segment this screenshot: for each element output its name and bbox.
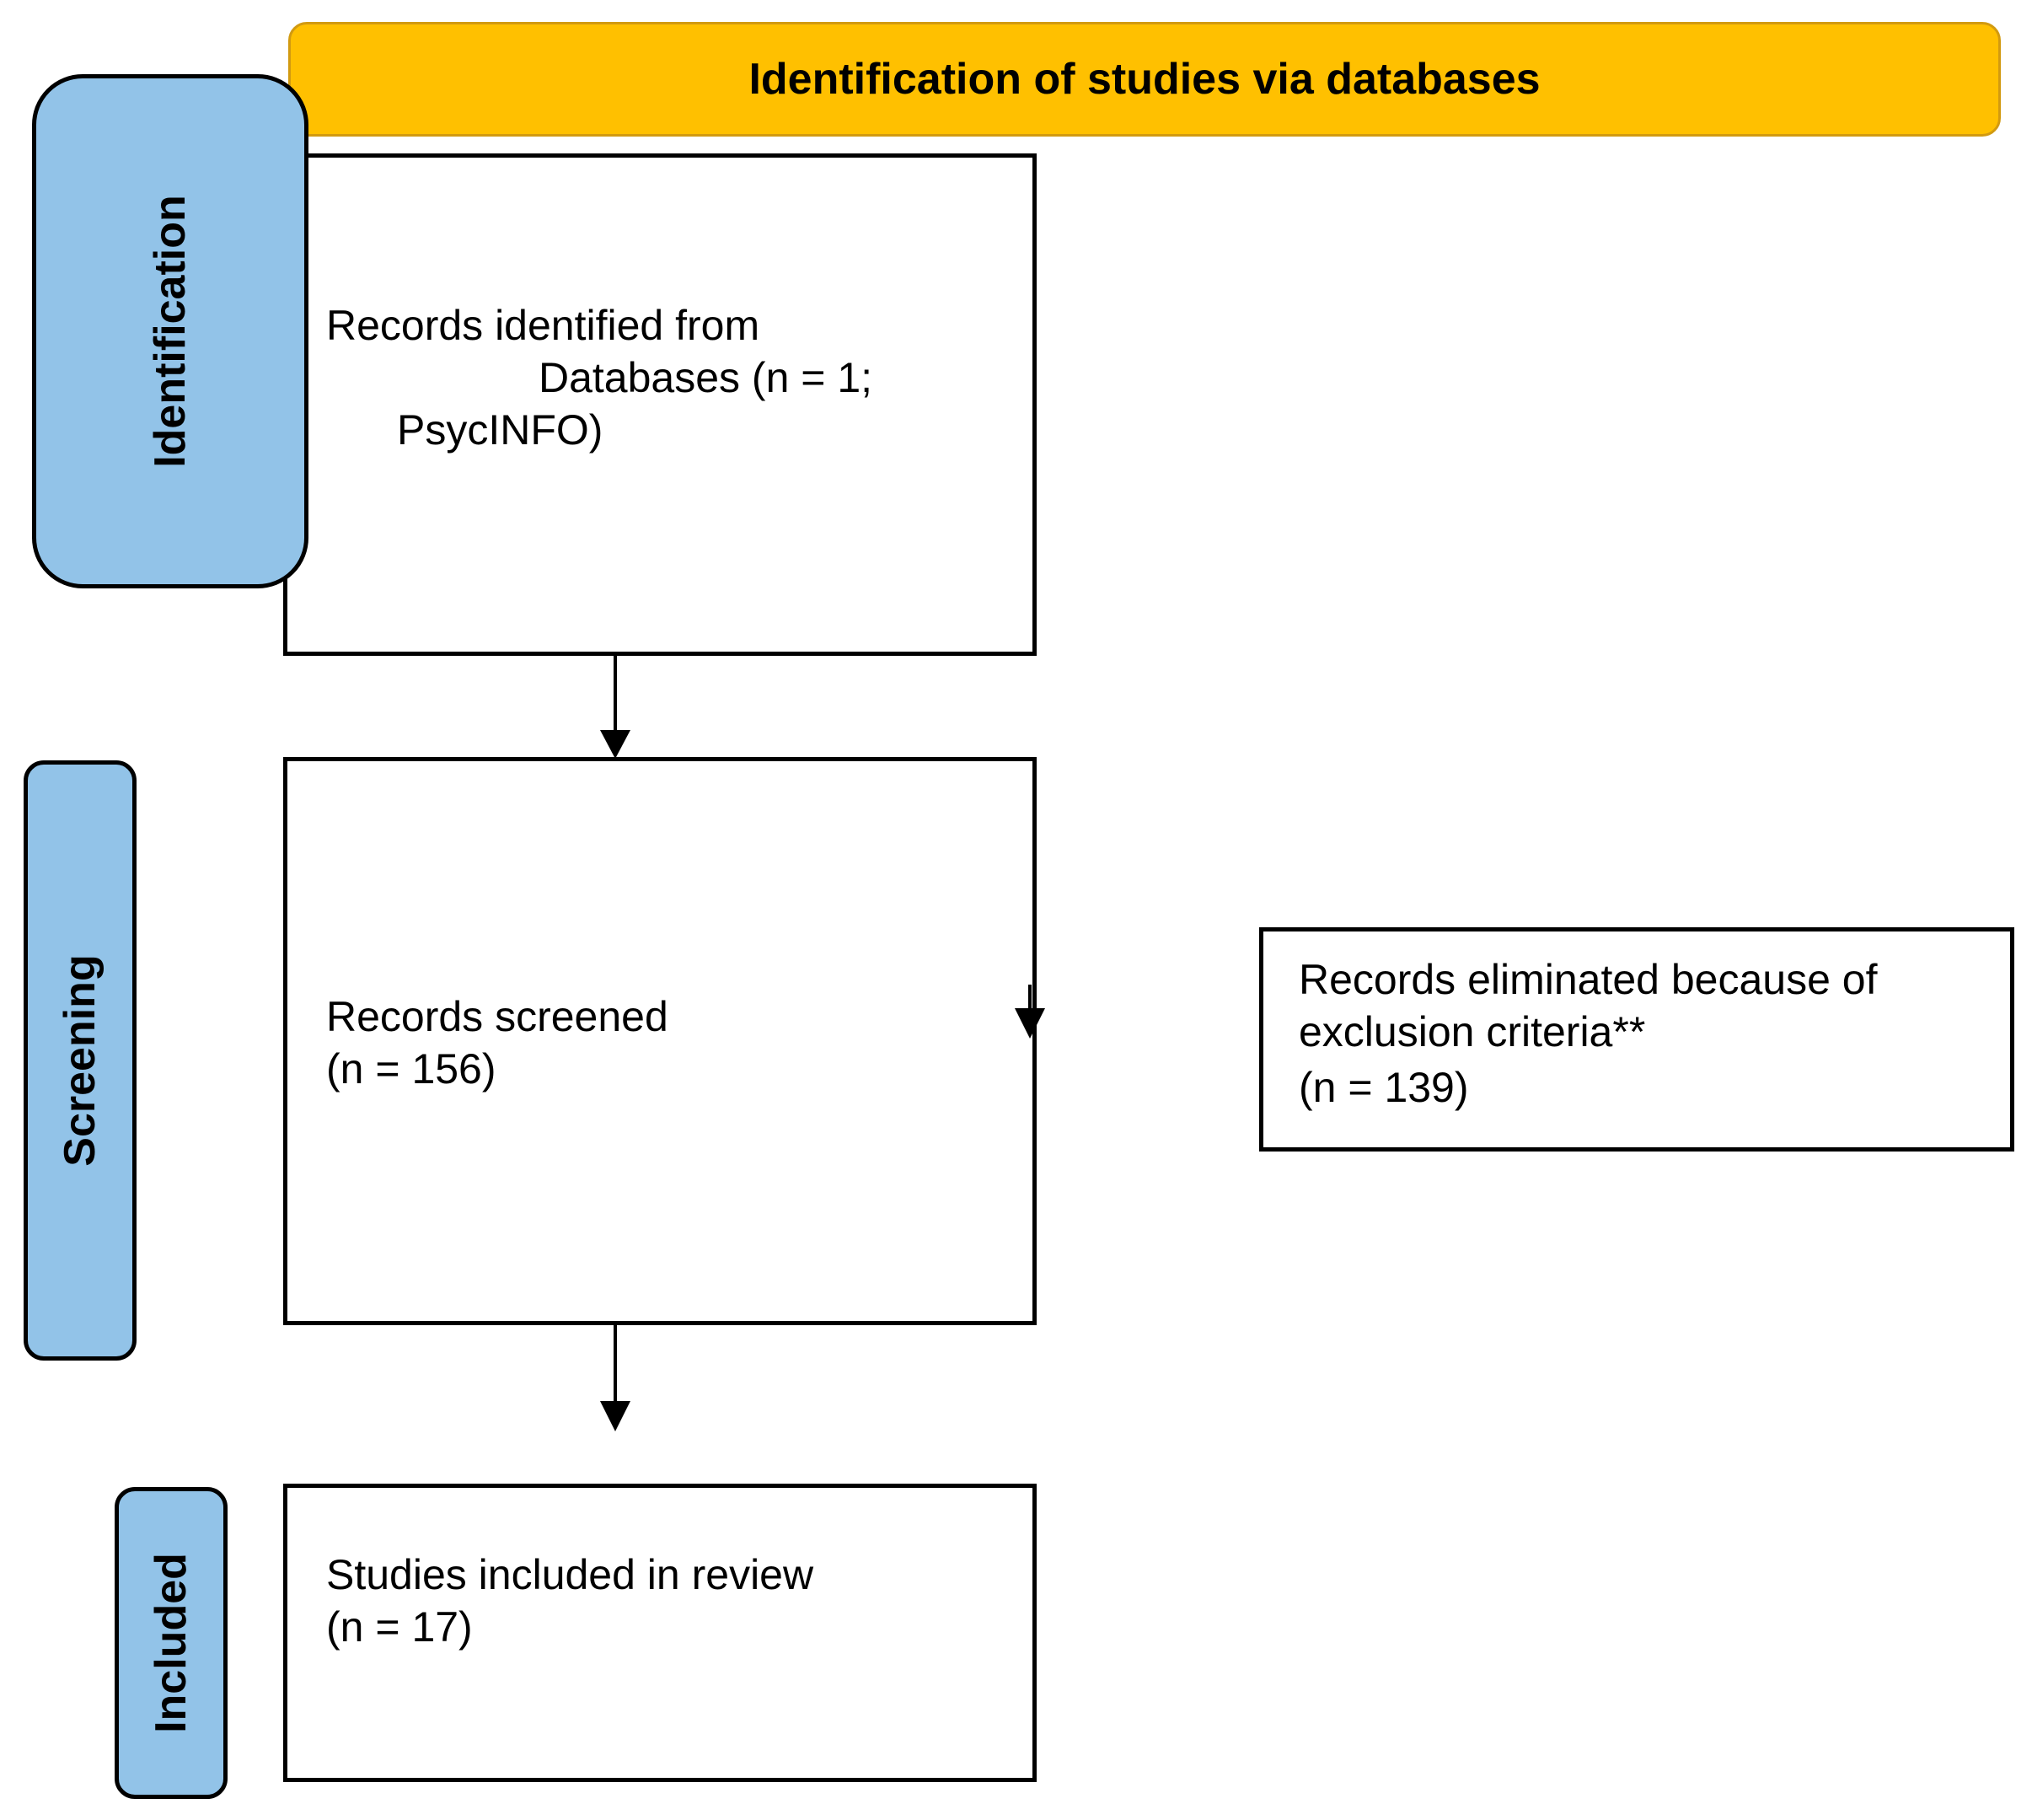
records-eliminated-line1: Records eliminated because of (1299, 956, 1878, 1003)
studies-included-line2: (n = 17) (326, 1603, 473, 1651)
header-title: Identification of studies via databases (748, 55, 1541, 104)
studies-included-line1: Studies included in review (326, 1551, 814, 1598)
arrow-screened-to-eliminated (1015, 985, 1045, 1039)
records-screened-box: Records screened (n = 156) (283, 757, 1037, 1325)
records-eliminated-line3: (n = 139) (1299, 1064, 1469, 1111)
records-identified-line1: Records identified from (326, 302, 760, 349)
records-identified-line2: Databases (n = 1; (539, 354, 873, 401)
arrow-identified-to-screened (600, 656, 630, 759)
records-eliminated-line2: exclusion criteria** (1299, 1008, 1646, 1055)
arrow-screened-to-included (600, 1325, 630, 1431)
records-screened-line1: Records screened (326, 993, 668, 1040)
records-eliminated-box: Records eliminated because of exclusion … (1259, 927, 2014, 1152)
header-bar: Identification of studies via databases (288, 22, 2001, 137)
stage-screening: Screening (24, 760, 137, 1361)
stage-included: Included (115, 1487, 228, 1799)
records-identified-line3: PsycINFO) (397, 406, 603, 454)
studies-included-box: Studies included in review (n = 17) (283, 1484, 1037, 1782)
records-screened-line2: (n = 156) (326, 1045, 496, 1093)
stage-identification: Identification (32, 74, 308, 588)
records-identified-box: Records identified from Databases (n = 1… (283, 153, 1037, 656)
